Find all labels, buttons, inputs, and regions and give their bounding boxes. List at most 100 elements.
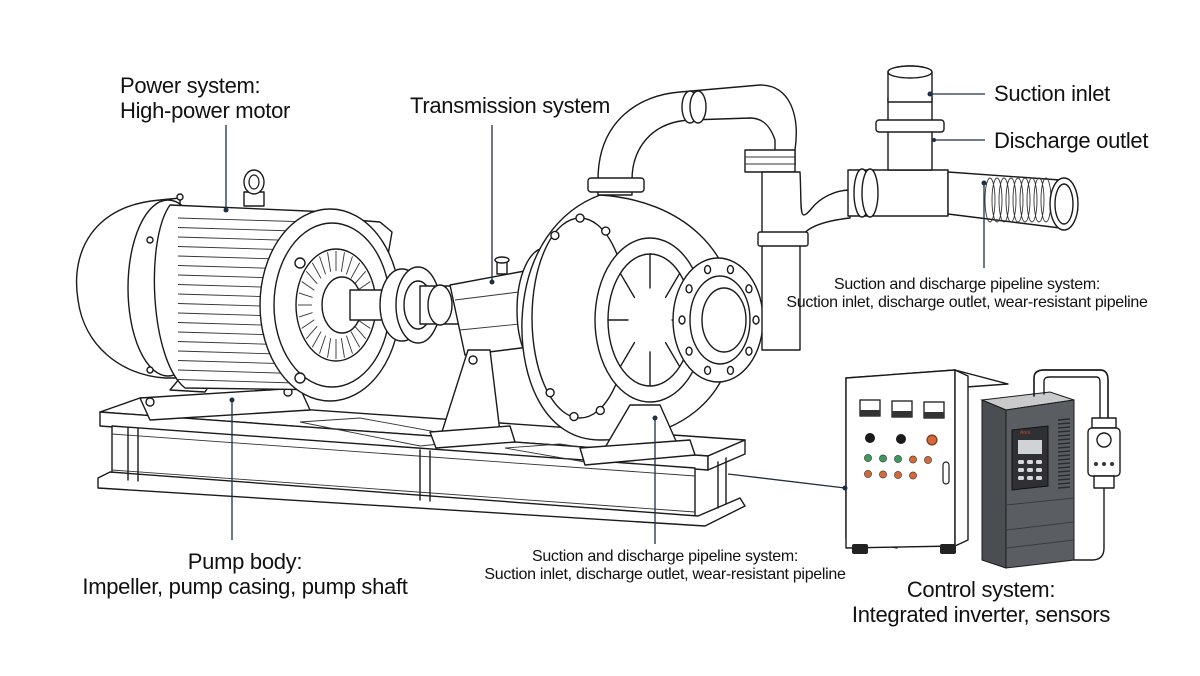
- impeller-vane: [619, 272, 636, 299]
- hose-ring: [998, 177, 1010, 223]
- inverter-vent: [1057, 470, 1071, 473]
- inverter-vent: [1057, 482, 1071, 485]
- indicator-light: [894, 471, 902, 479]
- fan-spoke: [319, 335, 327, 354]
- label-suction-inlet: Suction inlet: [994, 81, 1110, 107]
- pump-casing: [521, 194, 764, 466]
- inverter: Ares: [980, 391, 1075, 569]
- control-cabinet: [845, 369, 1009, 554]
- fan-spoke: [298, 292, 313, 298]
- indicator-light: [879, 454, 887, 463]
- casing-bolt: [601, 226, 611, 236]
- impeller-vane: [619, 341, 636, 368]
- inverter-vent: [1057, 450, 1071, 453]
- fan-spoke: [354, 325, 367, 339]
- label-pump-body: Pump body: Impeller, pump casing, pump s…: [60, 549, 430, 599]
- label-pipeline-bottom-detail: Suction inlet, discharge outlet, wear-re…: [484, 565, 846, 583]
- inverter-vent: [1057, 446, 1071, 449]
- hose-ring: [1033, 177, 1045, 223]
- fan-spoke: [298, 312, 313, 318]
- hose-ring: [991, 177, 1003, 223]
- label-pipeline-bottom-title: Suction and discharge pipeline system:: [531, 548, 799, 565]
- inverter-vent: [1057, 418, 1071, 421]
- fan-spoke: [305, 271, 318, 285]
- inverter-key: [1036, 468, 1042, 472]
- label-control-system: Control system: Integrated inverter, sen…: [836, 577, 1126, 627]
- sensor: [1033, 369, 1121, 561]
- inverter-vent: [1057, 478, 1071, 481]
- discharge-pipeline: [587, 65, 1079, 351]
- inverter-key: [1018, 468, 1024, 472]
- fan-spoke: [350, 262, 361, 279]
- indicator-light: [894, 455, 902, 463]
- label-transmission-title: Transmission system: [410, 93, 611, 118]
- inverter-vent: [1057, 422, 1071, 425]
- fan-spoke: [311, 262, 322, 279]
- flange-bolt: [752, 315, 760, 325]
- fan-spoke: [340, 252, 345, 272]
- flange-bolt: [745, 346, 753, 356]
- indicator-light: [909, 471, 917, 480]
- flange-bolt: [703, 365, 712, 376]
- flange-bolt: [685, 346, 693, 356]
- fan-spoke: [357, 281, 371, 291]
- indicator-light: [864, 454, 872, 462]
- fan-spoke: [301, 319, 315, 329]
- motor-fin: [177, 217, 313, 223]
- inverter-vent: [1057, 466, 1071, 469]
- label-transmission-system: Transmission system: [410, 93, 611, 119]
- inverter-key: [1027, 468, 1033, 472]
- inverter-vent: [1057, 454, 1071, 457]
- casing-bolt: [569, 411, 579, 422]
- inverter-vent: [1057, 458, 1071, 461]
- fan-spoke: [345, 256, 353, 275]
- leader-lines: [223, 91, 987, 544]
- fan-spoke: [354, 271, 367, 285]
- fan-spoke: [345, 335, 353, 354]
- hose-ring: [1005, 177, 1017, 223]
- label-pipeline-right-title: Suction and discharge pipeline system:: [833, 276, 1101, 293]
- label-control-title: Control system:: [906, 577, 1056, 602]
- label-discharge-outlet: Discharge outlet: [994, 128, 1149, 154]
- label-control-detail: Integrated inverter, sensors: [851, 601, 1111, 627]
- inverter-vent: [1057, 486, 1071, 489]
- label-power-title: Power system:: [120, 73, 261, 98]
- label-power-detail: High-power motor: [120, 97, 291, 123]
- fan-spoke: [327, 252, 332, 272]
- inverter-vent: [1057, 434, 1071, 437]
- label-power-system: Power system: High-power motor: [120, 73, 291, 123]
- casing-bolt: [575, 213, 585, 223]
- inverter-key: [1036, 460, 1042, 464]
- flange-bolt: [745, 284, 753, 294]
- label-discharge-outlet-text: Discharge outlet: [994, 128, 1149, 153]
- fan-spoke: [350, 331, 361, 348]
- label-pipeline-right-detail: Suction inlet, discharge outlet, wear-re…: [786, 293, 1148, 311]
- flange-bolt: [726, 264, 735, 275]
- inverter-vent: [1057, 430, 1071, 433]
- label-pipeline-system-right: Suction and discharge pipeline system: S…: [762, 276, 1172, 312]
- hose-ring: [1019, 177, 1031, 223]
- fan-spoke: [319, 256, 327, 275]
- fan-spoke: [327, 338, 332, 358]
- label-pump-body-title: Pump body:: [187, 549, 303, 574]
- inverter-vent: [1057, 462, 1071, 465]
- fan-spoke: [340, 338, 345, 358]
- fan-spoke: [301, 281, 315, 291]
- inverter-vent: [1057, 442, 1071, 445]
- svg-text:Ares: Ares: [1020, 430, 1031, 436]
- fan-spoke: [311, 331, 322, 348]
- flange-bolt: [678, 315, 686, 325]
- motor: [75, 169, 401, 421]
- indicator-light: [864, 470, 872, 478]
- flange-bolt: [685, 284, 693, 294]
- inverter-key: [1018, 476, 1024, 480]
- indicator-light: [909, 455, 917, 464]
- inverter-vent: [1057, 438, 1071, 441]
- inverter-vent: [1057, 426, 1071, 429]
- label-pipeline-system-bottom: Suction and discharge pipeline system: S…: [460, 548, 870, 584]
- flange-bolt: [703, 264, 712, 275]
- indicator-light: [879, 470, 887, 479]
- hose-ring: [1012, 177, 1024, 223]
- inverter-vent: [1057, 474, 1071, 477]
